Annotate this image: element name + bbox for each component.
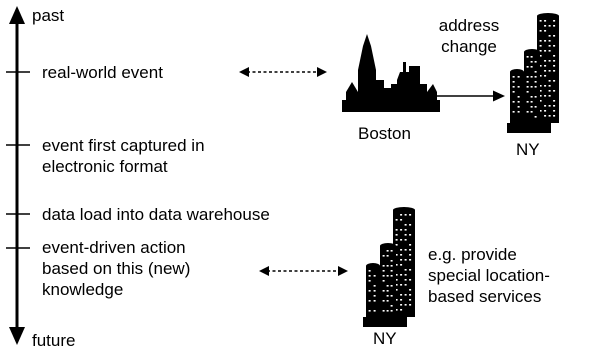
timeline-start-label: past: [32, 6, 65, 25]
dashed-double-arrow-icon: [259, 266, 348, 276]
ny-skyscraper-icon: [363, 207, 415, 327]
ny-label-top: NY: [516, 140, 540, 159]
dashed-double-arrow-icon: [239, 67, 327, 77]
stage-label-event-driven-action: event-driven action based on this (new) …: [42, 238, 191, 299]
timeline-axis: [6, 6, 30, 345]
up-arrowhead-icon: [9, 6, 25, 24]
ny-label-bottom: NY: [373, 329, 397, 348]
ny-skyscraper-icon: [507, 13, 559, 133]
boston-label: Boston: [358, 124, 411, 143]
stage-label-real-world-event: real-world event: [42, 63, 163, 82]
down-arrowhead-icon: [9, 327, 25, 345]
address-change-label: address change: [438, 16, 500, 56]
stage-label-data-load: data load into data warehouse: [42, 205, 270, 224]
service-label: e.g. provide special location- based ser…: [428, 245, 550, 306]
stage-label-event-captured: event first captured in electronic forma…: [42, 136, 205, 176]
timeline-end-label: future: [32, 331, 76, 350]
boston-skyline-icon: [342, 34, 440, 112]
